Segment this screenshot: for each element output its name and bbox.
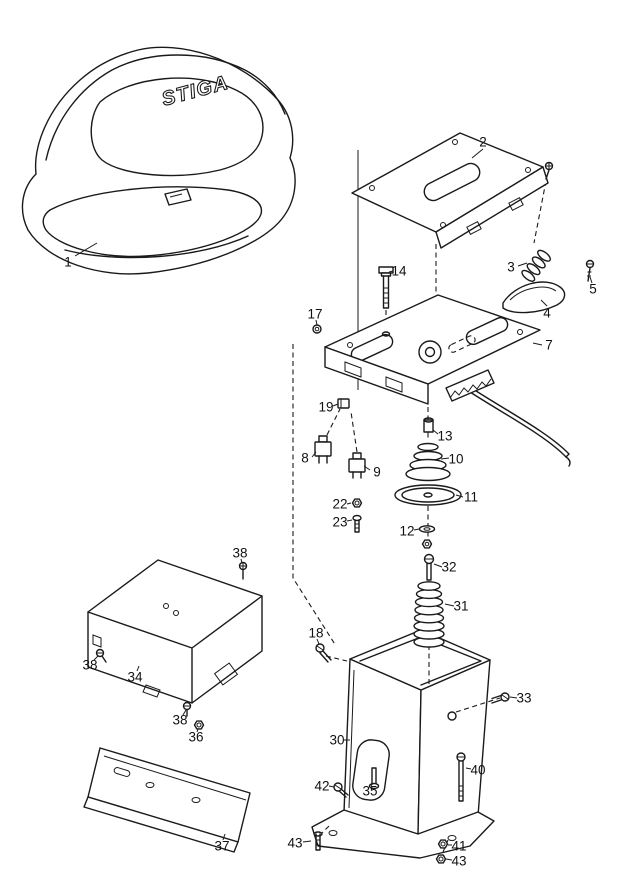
part-seat: STIGA xyxy=(21,46,296,275)
part-bolt-40 xyxy=(456,752,466,802)
part-label-43b: 43 xyxy=(451,853,467,869)
part-label-3: 3 xyxy=(507,259,515,275)
part-label-19: 19 xyxy=(318,399,334,415)
part-label-10: 10 xyxy=(448,451,464,467)
part-label-30: 30 xyxy=(329,732,345,748)
part-label-38c: 38 xyxy=(172,712,188,728)
part-bolt-43a xyxy=(313,831,323,851)
part-label-34: 34 xyxy=(127,669,143,685)
part-label-12: 12 xyxy=(399,523,415,539)
part-label-1: 1 xyxy=(64,254,72,270)
part-label-38a: 38 xyxy=(232,545,248,561)
part-spring-3 xyxy=(521,249,551,282)
part-seat-plate xyxy=(351,132,549,249)
part-screw-38b xyxy=(95,648,107,663)
part-label-40: 40 xyxy=(470,762,486,778)
part-label-11: 11 xyxy=(463,489,479,505)
part-clip-19 xyxy=(337,398,350,409)
part-label-41: 41 xyxy=(451,838,467,854)
part-nut-43b xyxy=(435,854,447,864)
plate-screw-icon xyxy=(544,161,554,180)
part-bolt-14 xyxy=(378,266,394,309)
part-label-9: 9 xyxy=(373,464,381,480)
part-label-33: 33 xyxy=(516,690,532,706)
part-label-8: 8 xyxy=(301,450,309,466)
part-handle-4 xyxy=(502,281,566,314)
part-boot-spring-10 xyxy=(405,442,451,482)
part-label-43a: 43 xyxy=(287,835,303,851)
part-screw-33 xyxy=(491,692,510,704)
part-label-7: 7 xyxy=(545,337,553,353)
part-screw-42 xyxy=(333,782,349,798)
part-label-36: 36 xyxy=(188,729,204,745)
part-spring-31 xyxy=(413,581,445,648)
part-bolt-32 xyxy=(423,553,435,581)
part-nut-22 xyxy=(351,498,363,508)
part-mounting-plate-7 xyxy=(324,294,571,467)
leader-lines xyxy=(74,148,593,861)
part-label-37: 37 xyxy=(214,838,230,854)
part-screw-18 xyxy=(315,643,332,663)
part-label-35: 35 xyxy=(362,783,378,799)
part-label-32: 32 xyxy=(441,559,457,575)
part-bolt-23 xyxy=(352,514,362,533)
part-nut-36 xyxy=(193,720,205,730)
part-bottom-plate-37 xyxy=(83,747,251,853)
part-console-30 xyxy=(311,629,501,859)
part-switch-9 xyxy=(348,452,366,479)
part-nut-41 xyxy=(437,839,449,849)
part-bushing-13 xyxy=(423,417,434,433)
part-label-2: 2 xyxy=(479,134,487,150)
part-label-42: 42 xyxy=(314,778,330,794)
part-screw-38a xyxy=(238,561,248,580)
part-washer-12 xyxy=(418,525,436,549)
part-label-31: 31 xyxy=(453,598,469,614)
part-cover-34 xyxy=(87,559,263,704)
rack-teeth xyxy=(449,378,492,399)
part-disc-11 xyxy=(394,484,462,506)
part-label-13: 13 xyxy=(437,428,453,444)
part-washer-17 xyxy=(312,324,322,334)
part-screw-38c xyxy=(182,701,192,717)
part-label-5: 5 xyxy=(589,281,597,297)
part-label-17: 17 xyxy=(307,306,323,322)
part-label-22: 22 xyxy=(332,496,348,512)
part-label-23: 23 xyxy=(332,514,348,530)
part-label-18: 18 xyxy=(308,625,324,641)
part-label-4: 4 xyxy=(543,305,551,321)
part-label-14: 14 xyxy=(391,263,407,279)
part-screw-5 xyxy=(585,259,595,282)
part-label-38b: 38 xyxy=(82,657,98,673)
part-switch-8 xyxy=(314,435,332,464)
